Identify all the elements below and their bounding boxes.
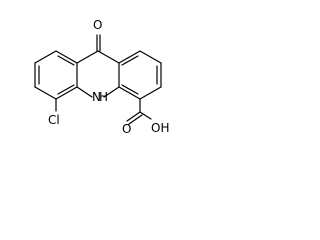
nitrogen-label: N (92, 90, 101, 104)
ring-bond (103, 86, 120, 98)
bond-lines (34, 34, 162, 125)
chemical-structure-diagram: O N H Cl O OH (34, 18, 169, 136)
acid-double-bond (128, 114, 143, 125)
chlorine-label: Cl (48, 113, 60, 127)
ring-bond (55, 50, 78, 64)
ring-bond (76, 86, 93, 98)
ring-double-bond (57, 84, 75, 95)
ring-double-bond (121, 84, 139, 95)
nitrogen-hydrogen-label: H (99, 90, 108, 104)
ring-double-bond (121, 55, 139, 66)
acid-oh-bond (139, 111, 152, 120)
ring-bond (34, 50, 57, 64)
acid-oxygen-label: O (122, 122, 131, 136)
ring-bond (118, 86, 141, 100)
oxygen-label: O (93, 18, 102, 32)
ring-bond (76, 50, 99, 64)
ring-bond (34, 86, 57, 100)
ring-double-bond (57, 55, 75, 66)
ring-bond (55, 86, 78, 100)
acid-bond (126, 111, 141, 122)
ring-bond (97, 50, 120, 64)
ring-bond (139, 50, 162, 64)
acid-hydroxyl-label: OH (151, 121, 169, 135)
ring-bond (118, 50, 141, 64)
atom-labels: O N H Cl O OH (48, 18, 169, 136)
ring-bond (139, 86, 162, 100)
